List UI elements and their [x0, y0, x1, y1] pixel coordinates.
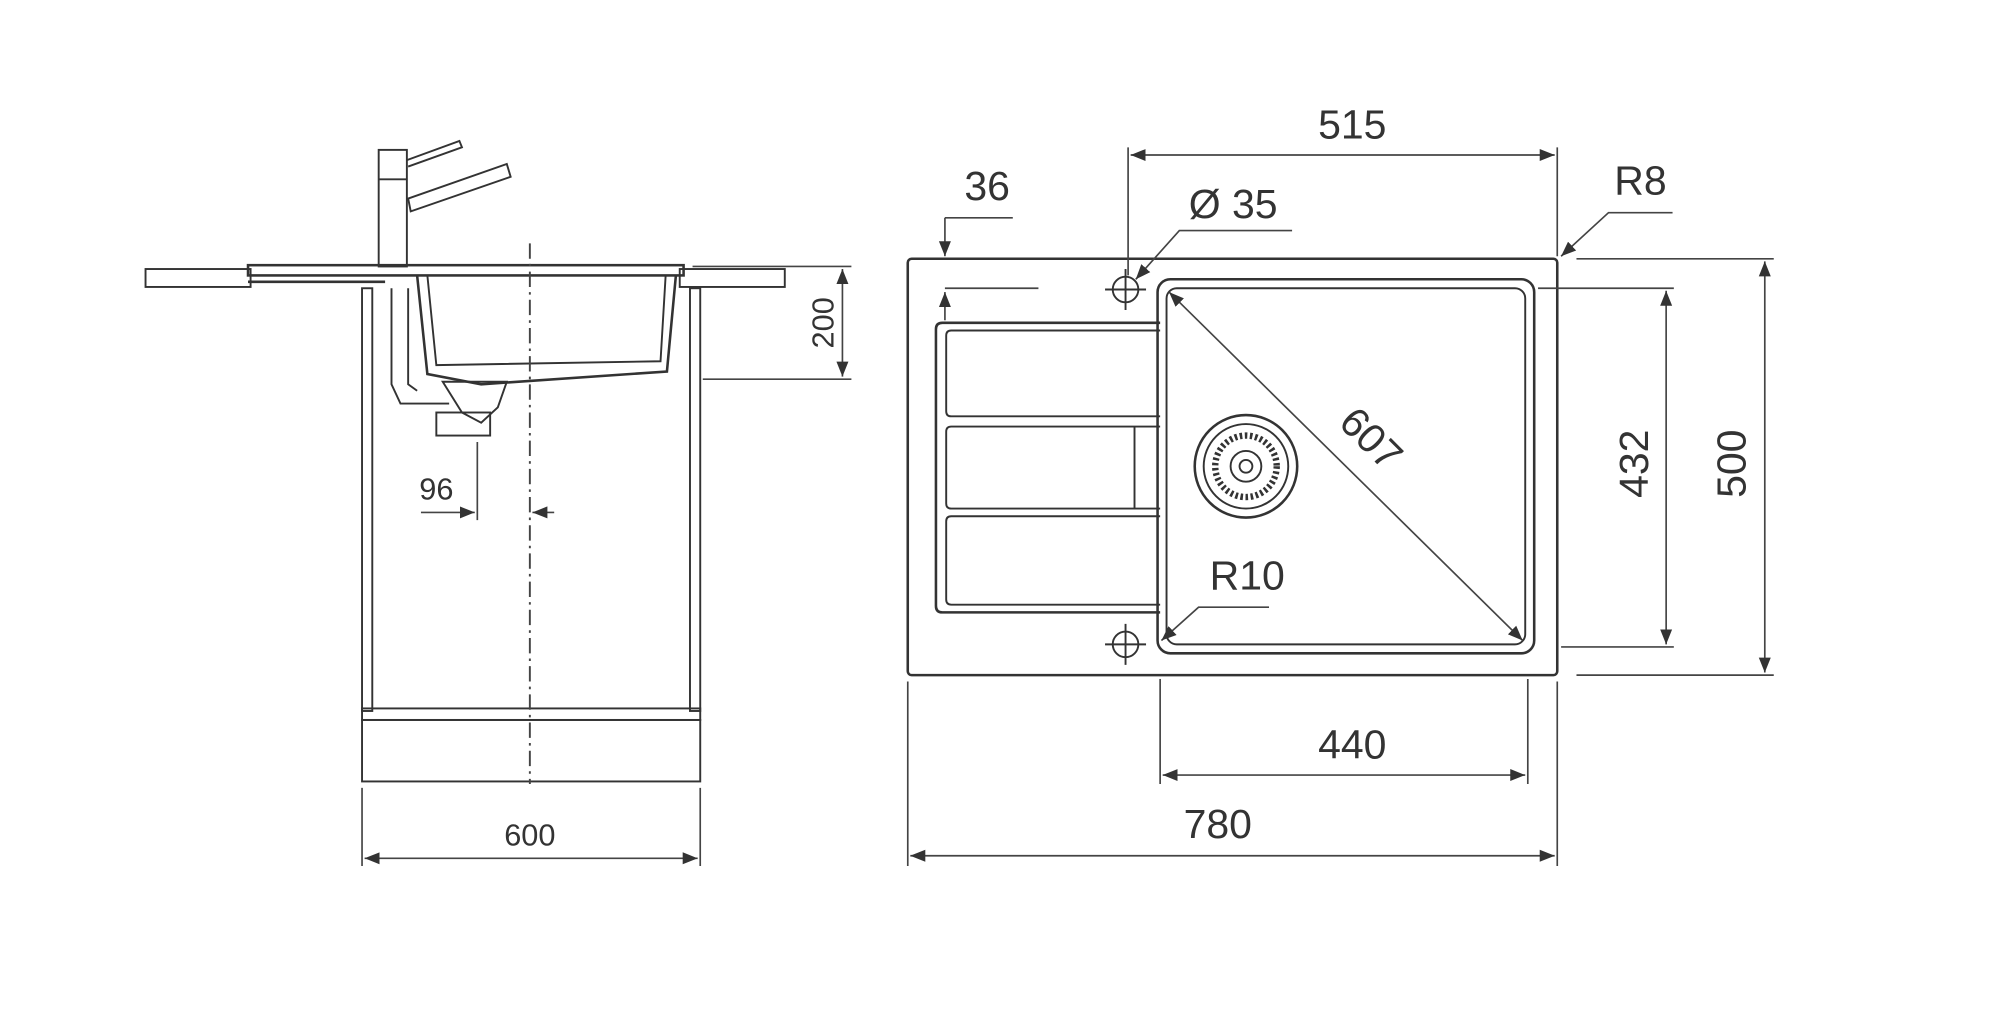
dim-cabinet-width-label: 600 [504, 817, 555, 852]
dim-bowl-radius-label: R10 [1210, 552, 1285, 598]
side-view: 200 96 600 [144, 139, 852, 866]
bowl-inner [1165, 287, 1527, 646]
plinth [361, 718, 702, 783]
dim-bowl-offset-label: 515 [1318, 101, 1386, 147]
dim-offset-label: 96 [419, 472, 453, 507]
cabinet-wall-left [361, 287, 374, 712]
faucet [377, 139, 512, 268]
dim-bowl-diagonal-label: 607 [1331, 398, 1412, 479]
dim-overall-depth-label: 500 [1709, 430, 1755, 498]
sink-rim [246, 263, 685, 277]
drainer [934, 321, 1161, 614]
sink-outline [906, 257, 1559, 677]
dim-bowl-depth-label: 432 [1611, 430, 1657, 498]
countertop-right [678, 268, 786, 288]
top-view: 607 515 36 Ø 35 R8 R10 432 500 440 780 [906, 101, 1774, 866]
countertop-left [144, 268, 252, 288]
dim-height-label: 200 [805, 297, 840, 348]
tap-hole-bottom [1105, 623, 1147, 665]
cabinet-wall-right [689, 287, 702, 712]
waste-fitting [441, 380, 509, 424]
dim-drainer-edge-label: 36 [964, 163, 1010, 209]
cabinet-bottom [361, 707, 702, 721]
waste-strainer [1193, 413, 1299, 519]
bowl-outer [1156, 277, 1536, 655]
dim-tap-hole-label: Ø 35 [1189, 181, 1278, 227]
sink-bowl-section [415, 275, 678, 386]
dim-bowl-width-label: 440 [1318, 721, 1386, 767]
dim-overall-width-label: 780 [1184, 801, 1252, 847]
dim-corner-radius-label: R8 [1614, 158, 1666, 204]
overflow-pipe [390, 288, 450, 405]
tap-hole-top [1105, 269, 1147, 311]
